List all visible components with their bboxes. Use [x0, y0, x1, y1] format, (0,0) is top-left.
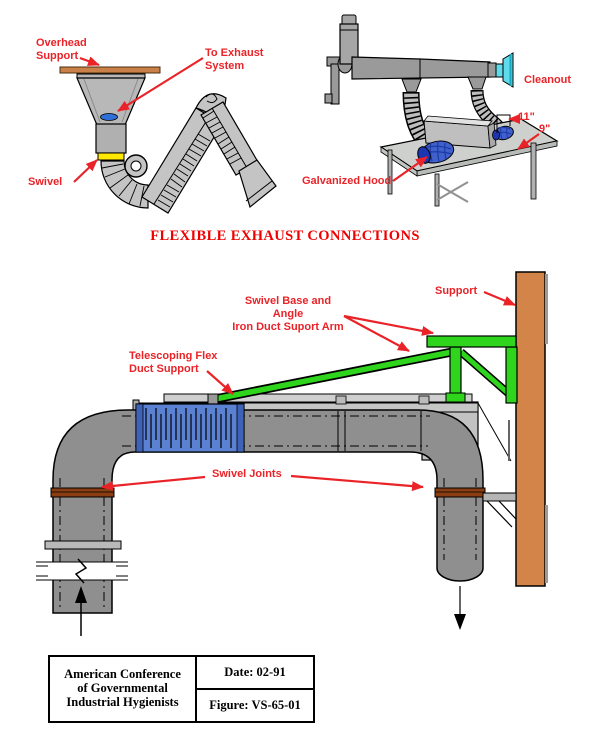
label-galvanized-hood: Galvanized Hood: [302, 175, 392, 187]
swivel-band: [97, 152, 125, 161]
arm-end-block: [207, 393, 219, 405]
swivel-arrow: [73, 159, 98, 183]
galvanized-hood-arrow: [392, 156, 428, 182]
table-braces: [436, 181, 469, 203]
cleanout-stub: [487, 62, 497, 78]
telescoping-arrow: [206, 370, 234, 395]
swivel-joint-left: [50, 487, 115, 498]
wall-shadow-bottom: [545, 505, 548, 583]
duct-seams: [337, 411, 422, 451]
flex-arm-descending-seam: [211, 107, 248, 169]
pipe-break: [36, 558, 128, 584]
baffle-top: [423, 115, 493, 127]
top-left-leaders: [73, 56, 204, 183]
rail-tab-right: [418, 395, 430, 405]
support-wall: [515, 271, 546, 587]
junction-right: [467, 76, 487, 90]
angle-iron-arm: [214, 349, 453, 402]
swivel-joints-arrow-left: [101, 475, 206, 491]
label-swivel-base-arm: Swivel Base and Angle Iron Duct Suport A…: [232, 295, 344, 333]
label-cleanout: Cleanout: [524, 74, 572, 86]
baffle-return: [487, 122, 497, 149]
pivot-hole: [130, 160, 142, 172]
wall-bracket-bar: [482, 492, 517, 502]
swivel-base-arrow-2: [343, 315, 410, 352]
date-field: Date: 02-91: [197, 657, 313, 690]
airflow-arrow-down: [454, 586, 466, 630]
label-dim-9: 9": [539, 123, 551, 135]
overhead-support-bar: [59, 66, 161, 74]
rail-tab-mid: [335, 395, 347, 405]
overhead-flex-arm-diagram: [59, 56, 277, 214]
flex-arm-rising-seam: [153, 116, 210, 205]
green-post-right: [505, 346, 518, 404]
label-swivel: Swivel: [28, 176, 63, 188]
exhaust-outlet-port: [100, 113, 118, 121]
top-right-leaders: [392, 114, 540, 182]
label-support: Support: [435, 285, 478, 297]
table-leg-right: [530, 142, 537, 200]
branch-duct: [351, 56, 491, 80]
diagram-title: FLEXIBLE EXHAUST CONNECTIONS: [150, 228, 420, 244]
swivel-base-plate: [445, 392, 466, 403]
label-telescoping-flex: Telescoping Flex Duct Support: [129, 350, 218, 375]
diagonal-brace: [459, 350, 511, 396]
main-duct: [52, 409, 484, 614]
nozzle-mouth-line: [245, 180, 273, 202]
riser-duct: [339, 23, 359, 65]
swivel-joint-right: [434, 487, 486, 498]
title-block: American Conference of Governmental Indu…: [48, 655, 315, 723]
wall-bracket-braces: [486, 500, 517, 528]
table-leg-left: [387, 149, 393, 195]
green-post-middle: [449, 346, 462, 396]
label-to-exhaust-system: To Exhaust System: [205, 47, 264, 72]
figure-number-field: Figure: VS-65-01: [209, 698, 301, 712]
peak-hanger-curl: [205, 93, 218, 104]
wall-shadow-top: [545, 274, 548, 344]
duct-flange: [44, 540, 122, 550]
flex-arm-rising-corrugations: [157, 133, 211, 208]
label-dim-11: 11": [518, 111, 535, 123]
galvanized-hood-right: [492, 125, 514, 141]
junction-left: [401, 78, 422, 93]
label-overhead-support: Overhead Support: [36, 37, 87, 62]
overhead-support-arrow: [79, 56, 100, 67]
bench-hood-diagram: [324, 14, 559, 207]
dim-9-arrow: [517, 133, 540, 150]
label-swivel-joints: Swivel Joints: [212, 468, 282, 480]
airflow-arrow-up: [75, 586, 87, 636]
swivel-base-arrow-1: [343, 314, 434, 336]
bracket-post: [330, 63, 340, 105]
funnel-shading: [83, 78, 139, 123]
table-leg-front: [434, 173, 440, 207]
swivel-joints-arrow-right: [290, 474, 424, 492]
to-exhaust-arrow: [117, 57, 204, 112]
support-arrow: [483, 290, 516, 307]
bracket-foot: [324, 93, 333, 104]
telescoping-flex-section: [135, 403, 245, 453]
cleanout-neck: [495, 63, 504, 78]
capture-nozzle: [238, 159, 277, 209]
main-leaders: [101, 290, 516, 492]
funnel-neck: [95, 123, 127, 154]
panel-brace-line: [477, 402, 512, 462]
wall-duct-diagram: [36, 271, 548, 636]
flex-arm-descending-corrugations: [202, 110, 242, 165]
green-top-bar: [426, 335, 517, 348]
organization-name: American Conference of Governmental Indu…: [50, 657, 197, 721]
flex-support-rail-upper: [163, 393, 473, 403]
